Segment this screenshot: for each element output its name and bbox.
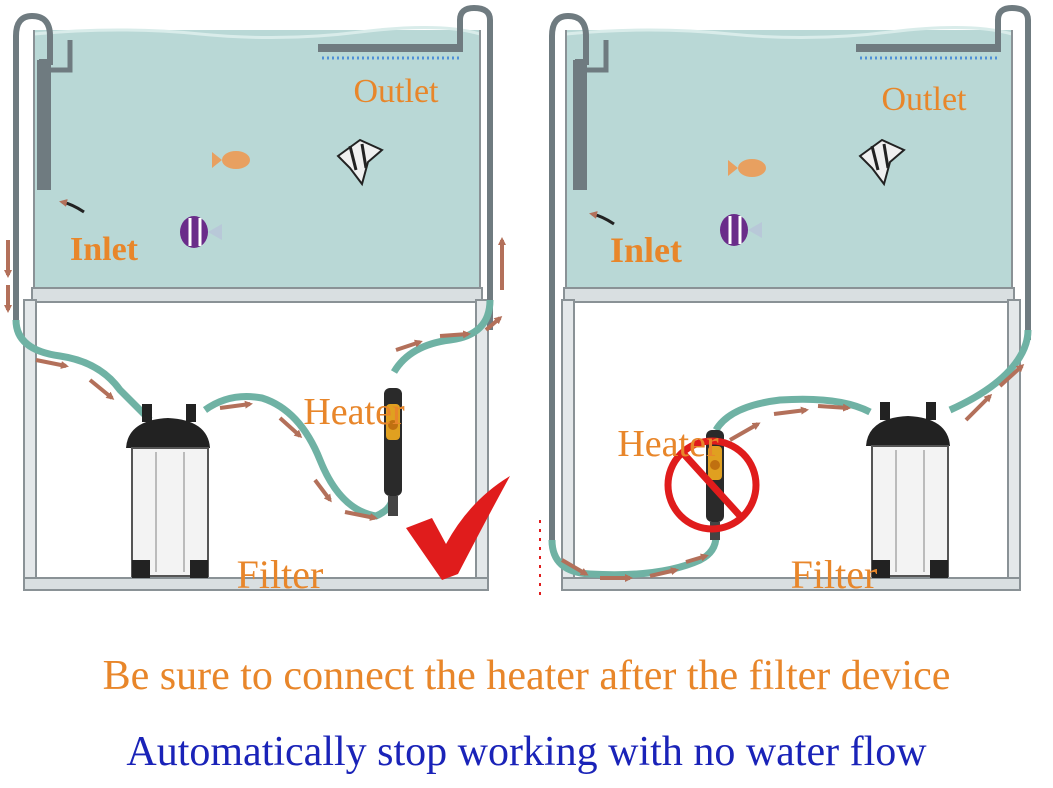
instruction-caption: Be sure to connect the heater after the … <box>102 653 951 699</box>
outlet-label: Outlet <box>354 73 440 110</box>
fish-angelfish <box>858 138 906 187</box>
stand-right-post <box>1007 299 1021 591</box>
stand-bottom-shelf <box>23 577 489 591</box>
tube-heater-to-filter <box>712 395 872 432</box>
aquarium-water <box>34 30 480 288</box>
spray-bar <box>856 44 1000 52</box>
inlet-pipe <box>13 12 53 320</box>
fish-orange <box>212 151 250 169</box>
panel-correct-setup: Outlet Inlet Heater Filter <box>4 4 510 597</box>
spray-bar <box>318 44 462 52</box>
inlet-flow-arrow <box>59 199 85 214</box>
stand-right-post <box>475 299 489 591</box>
outlet-pipe <box>995 4 1031 340</box>
filter-label: Filter <box>791 552 878 597</box>
flow-arrows <box>4 237 506 521</box>
inlet-strainer <box>37 60 51 190</box>
fish-angelfish <box>336 138 384 187</box>
canister-filter <box>126 404 210 578</box>
feature-caption: Automatically stop working with no water… <box>126 729 927 775</box>
flow-arrows <box>560 363 1025 582</box>
tube-filter-to-outlet <box>948 329 1032 414</box>
inlet-fitting <box>50 40 73 73</box>
outlet-label: Outlet <box>882 81 968 118</box>
heater-label: Heater <box>303 391 405 433</box>
tank-frame <box>563 287 1015 303</box>
tube-filter-to-heater <box>202 393 396 520</box>
stand-bottom-shelf <box>561 577 1021 591</box>
fish-purple <box>180 216 222 248</box>
inlet-fitting <box>586 40 609 73</box>
panel-incorrect-setup: Outlet Inlet Heater Filter <box>539 4 1032 597</box>
inlet-label: Inlet <box>610 230 682 270</box>
water-surface <box>565 25 1013 40</box>
fish-purple <box>720 214 762 246</box>
inlet-label: Inlet <box>70 231 139 268</box>
stand-left-post <box>561 299 575 591</box>
tube-heater-to-outlet <box>390 299 494 374</box>
check-mark-icon <box>406 476 510 580</box>
filter-label: Filter <box>237 552 324 597</box>
tube-to-heater <box>548 535 720 579</box>
aquarium-water <box>566 30 1012 288</box>
tube-to-filter <box>12 319 153 423</box>
prohibited-sign-icon <box>664 437 760 533</box>
outlet-pipe <box>457 4 493 330</box>
water-surface <box>33 25 481 40</box>
inlet-pipe <box>549 12 589 540</box>
inlet-strainer <box>573 60 587 190</box>
tank-frame <box>31 287 483 303</box>
heater-label: Heater <box>617 423 719 465</box>
fish-orange <box>728 159 766 177</box>
heater-device <box>384 388 402 516</box>
canister-filter <box>866 402 950 578</box>
heater-device <box>706 430 724 540</box>
inlet-flow-arrow <box>589 211 615 226</box>
